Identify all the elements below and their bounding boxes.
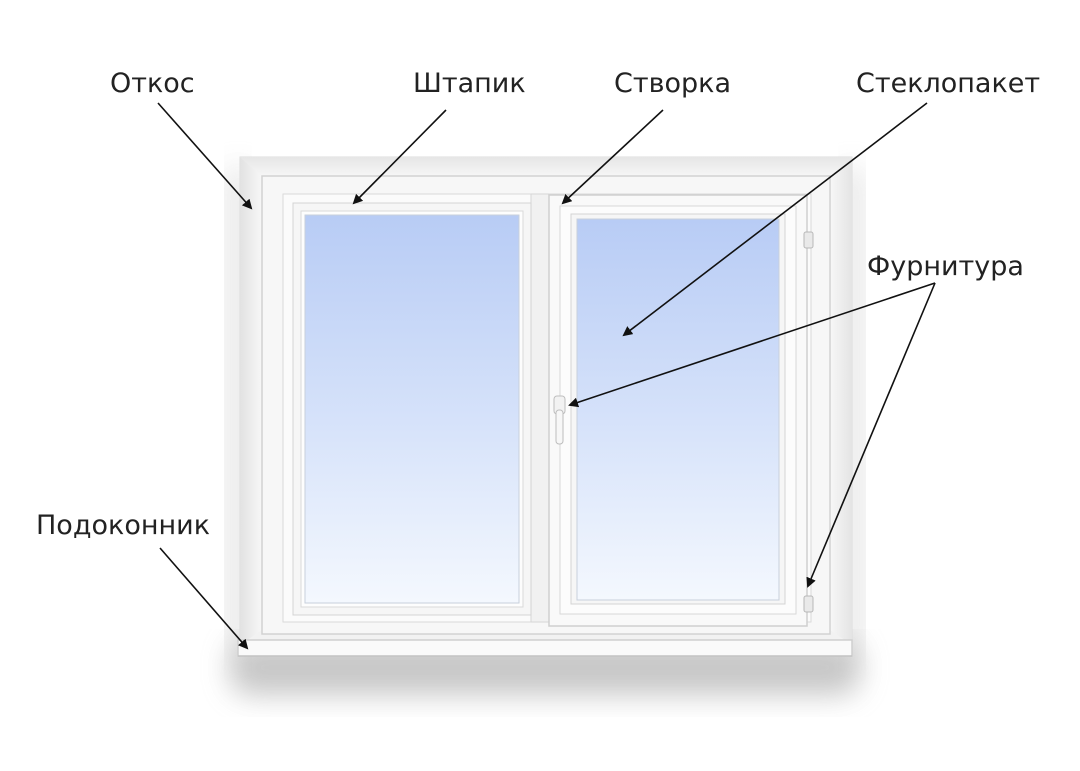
arrow-otkos xyxy=(157,102,253,210)
label-steklopaket: Стеклопакет xyxy=(856,68,1041,99)
top-hinge xyxy=(803,231,814,249)
leader-arrows xyxy=(157,102,936,650)
bottom-hinge xyxy=(803,595,814,613)
arrow-steklopaket xyxy=(622,102,928,337)
label-shtapik: Штапик xyxy=(413,68,526,99)
window-handle xyxy=(553,395,566,445)
label-furnitura: Фурнитура xyxy=(867,251,1024,282)
right-sash xyxy=(548,194,814,627)
arrow-podokonnik xyxy=(159,547,249,650)
arrow-furnitura-handle xyxy=(568,282,936,408)
label-otkos: Откос xyxy=(110,68,195,99)
arrow-shtapik xyxy=(352,109,447,205)
left-pane xyxy=(292,202,532,616)
label-podokonnik: Подоконник xyxy=(36,510,210,541)
arrow-stvorka xyxy=(561,109,664,205)
window-sill xyxy=(237,639,853,657)
arrow-furnitura-hinge xyxy=(806,282,936,588)
label-stvorka: Створка xyxy=(614,68,732,99)
